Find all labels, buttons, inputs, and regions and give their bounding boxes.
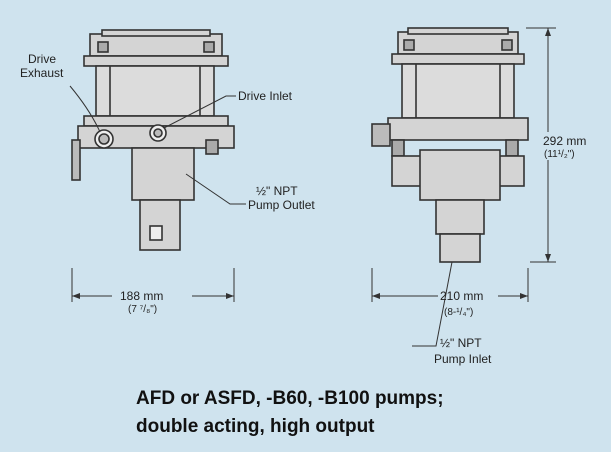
outlet-leader	[185, 173, 246, 205]
inlet-leader	[163, 95, 236, 129]
side-pump-inlet	[439, 233, 481, 263]
npt-outlet-label-1: ½" NPT	[256, 184, 298, 198]
height-in: (11¹/₂")	[544, 149, 575, 160]
front-pump-body	[131, 147, 195, 201]
drive-exhaust-label-1: Drive	[28, 52, 57, 66]
side-cap-rim	[407, 27, 509, 35]
front-bolt-tl	[97, 41, 109, 53]
caption-line-2: double acting, high output	[136, 416, 375, 437]
caption-line-1: AFD or ASFD, -B60, -B100 pumps;	[136, 388, 444, 409]
front-width-mm: 188 mm	[120, 289, 164, 303]
height-mm: 292 mm	[543, 134, 587, 148]
front-cylinder	[95, 65, 215, 117]
side-view	[371, 27, 529, 263]
npt-inlet-label-2: Pump Inlet	[434, 352, 492, 366]
side-fitting	[371, 123, 391, 147]
side-width-in: (8-¹/₄")	[444, 307, 474, 318]
front-bolt-br	[205, 139, 219, 155]
exhaust-leader	[69, 85, 101, 133]
front-width-in: (7 ⁷/₈")	[128, 304, 158, 315]
side-lower-flange	[387, 117, 529, 141]
drive-exhaust-label-2: Exhaust	[20, 66, 64, 80]
side-top-cap	[397, 31, 519, 55]
side-pump-neck	[435, 199, 485, 235]
front-top-cap	[89, 33, 223, 57]
drive-inlet-label: Drive Inlet	[238, 89, 293, 103]
side-width-mm: 210 mm	[440, 289, 484, 303]
npt-outlet-label-2: Pump Outlet	[248, 198, 315, 212]
front-cap-rim	[101, 29, 211, 37]
side-upper-flange	[391, 53, 525, 65]
front-left-bracket	[71, 139, 81, 181]
front-bolt-tr	[203, 41, 215, 53]
front-outlet-slot	[149, 225, 163, 241]
front-view	[71, 29, 235, 251]
front-pump-outlet	[139, 199, 181, 251]
pump-inlet-leader	[412, 261, 453, 347]
front-upper-flange	[83, 55, 229, 67]
npt-inlet-label-1: ½" NPT	[440, 336, 482, 350]
side-pump-body	[419, 149, 501, 201]
side-cylinder	[401, 63, 515, 119]
